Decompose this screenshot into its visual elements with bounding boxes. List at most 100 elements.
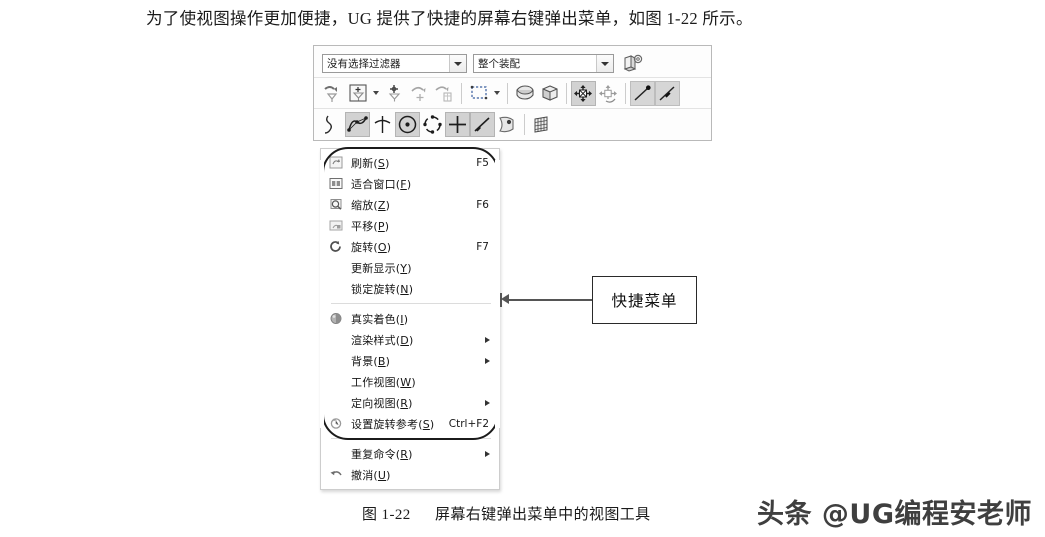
assembly-scope-icon[interactable] bbox=[620, 51, 645, 76]
caption-text: 屏幕右键弹出菜单中的视图工具 bbox=[434, 507, 651, 523]
menu-item-render-style[interactable]: 渲染样式(D) bbox=[321, 329, 499, 350]
menu-item-label: 缩放(Z) bbox=[351, 198, 391, 212]
menu-item-label: 渲染样式(D) bbox=[351, 333, 414, 347]
shade-edges-icon[interactable] bbox=[537, 81, 562, 106]
rotate-object-icon[interactable] bbox=[596, 81, 621, 106]
toolbar-separator bbox=[524, 114, 525, 135]
pan-icon bbox=[325, 218, 347, 234]
toolbar-separator bbox=[625, 82, 626, 104]
menu-item-label: 真实着色(I) bbox=[351, 312, 409, 326]
no-icon bbox=[325, 395, 347, 411]
menu-item-label: 定向视图(R) bbox=[351, 396, 413, 410]
menu-item-oriented-view[interactable]: 定向视图(R) bbox=[321, 392, 499, 413]
leader-line bbox=[508, 299, 592, 301]
intro-paragraph: 为了使视图操作更加便捷，UG 提供了快捷的屏幕右键弹出菜单，如图 1-22 所示… bbox=[146, 9, 753, 28]
menu-item-undo[interactable]: 撤消(U) bbox=[321, 464, 499, 485]
chevron-down-icon[interactable] bbox=[494, 91, 500, 95]
menu-item-shortcut: F7 bbox=[476, 240, 489, 253]
measure-line-icon[interactable] bbox=[630, 80, 655, 106]
circle-center-icon[interactable] bbox=[395, 112, 420, 137]
menu-item-fit-window[interactable]: 适合窗口(F) bbox=[321, 173, 499, 194]
no-icon bbox=[325, 446, 347, 462]
no-icon bbox=[325, 260, 347, 276]
menu-item-refresh[interactable]: 刷新(S) F5 bbox=[321, 152, 499, 173]
no-icon bbox=[325, 374, 347, 390]
menu-item-label: 背景(B) bbox=[351, 354, 391, 368]
toolbar-row-select-tools bbox=[314, 77, 711, 108]
no-icon bbox=[325, 332, 347, 348]
zoom-icon bbox=[325, 197, 347, 213]
submenu-arrow-icon bbox=[485, 399, 490, 406]
menu-item-label: 更新显示(Y) bbox=[351, 261, 412, 275]
menu-item-set-rotate-reference[interactable]: 设置旋转参考(S) Ctrl+F2 bbox=[321, 413, 499, 434]
ring-mask-right bbox=[495, 160, 500, 428]
assembly-scope-value: 整个装配 bbox=[478, 58, 520, 70]
ug-toolbar-panel: 没有选择过滤器 整个装配 bbox=[313, 45, 712, 141]
select-filter-icon[interactable] bbox=[345, 81, 370, 106]
spline-curve-icon[interactable] bbox=[320, 112, 345, 137]
leader-arrow-icon bbox=[501, 294, 509, 304]
rotate-icon bbox=[325, 239, 347, 255]
toolbar-separator bbox=[566, 82, 567, 104]
select-point-icon[interactable] bbox=[382, 81, 407, 106]
watermark: 头条 @UG编程安老师 bbox=[757, 499, 1032, 530]
menu-item-rotate[interactable]: 旋转(O) F7 bbox=[321, 236, 499, 257]
menu-item-background[interactable]: 背景(B) bbox=[321, 350, 499, 371]
undo-icon bbox=[325, 467, 347, 483]
menu-item-label: 工作视图(W) bbox=[351, 375, 416, 389]
submenu-arrow-icon bbox=[485, 336, 490, 343]
menu-item-label: 重复命令(R) bbox=[351, 447, 413, 461]
toolbar-separator bbox=[507, 82, 508, 104]
menu-item-lock-rotate[interactable]: 锁定旋转(N) bbox=[321, 278, 499, 299]
selection-filter-dropdown[interactable]: 没有选择过滤器 bbox=[322, 54, 467, 73]
arc-circle-icon[interactable] bbox=[420, 112, 445, 137]
shade-body-icon[interactable] bbox=[512, 81, 537, 106]
select-snap-point-icon[interactable] bbox=[407, 81, 432, 106]
menu-item-shortcut: F6 bbox=[476, 198, 489, 211]
menu-item-label: 平移(P) bbox=[351, 219, 390, 233]
menu-item-shortcut: Ctrl+F2 bbox=[448, 417, 489, 430]
menu-item-repeat-command[interactable]: 重复命令(R) bbox=[321, 443, 499, 464]
menu-item-pan[interactable]: 平移(P) bbox=[321, 215, 499, 236]
select-general-icon[interactable] bbox=[320, 81, 345, 106]
chevron-down-icon[interactable] bbox=[596, 55, 613, 72]
menu-separator bbox=[331, 438, 491, 439]
select-face-icon[interactable] bbox=[432, 81, 457, 106]
chevron-down-icon[interactable] bbox=[373, 91, 379, 95]
refresh-icon bbox=[325, 155, 347, 171]
menu-item-label: 刷新(S) bbox=[351, 156, 390, 170]
view-context-menu: 刷新(S) F5 适合窗口(F) bbox=[320, 148, 500, 490]
measure-distance-icon[interactable] bbox=[655, 80, 680, 106]
callout-box: 快捷菜单 bbox=[592, 276, 697, 324]
chevron-down-icon[interactable] bbox=[449, 55, 466, 72]
surface-icon[interactable] bbox=[495, 112, 520, 137]
assembly-scope-dropdown[interactable]: 整个装配 bbox=[473, 54, 614, 73]
menu-item-label: 旋转(O) bbox=[351, 240, 392, 254]
set-rotate-ref-icon bbox=[325, 416, 347, 432]
menu-item-work-view[interactable]: 工作视图(W) bbox=[321, 371, 499, 392]
menu-item-update-display[interactable]: 更新显示(Y) bbox=[321, 257, 499, 278]
toolbar-row-selection: 没有选择过滤器 整个装配 bbox=[314, 46, 711, 77]
menu-item-label: 适合窗口(F) bbox=[351, 177, 412, 191]
callout-label: 快捷菜单 bbox=[611, 293, 678, 310]
menu-item-label: 锁定旋转(N) bbox=[351, 282, 414, 296]
shading-icon bbox=[325, 311, 347, 327]
fit-window-icon bbox=[325, 176, 347, 192]
figure-caption: 图 1-22 屏幕右键弹出菜单中的视图工具 bbox=[362, 503, 651, 524]
no-icon bbox=[325, 281, 347, 297]
line-icon[interactable] bbox=[470, 112, 495, 137]
toolbar-row-curve-tools bbox=[314, 108, 711, 140]
point-cross-icon[interactable] bbox=[445, 112, 470, 137]
no-icon bbox=[325, 353, 347, 369]
bridge-curve-icon[interactable] bbox=[370, 112, 395, 137]
menu-item-zoom[interactable]: 缩放(Z) F6 bbox=[321, 194, 499, 215]
rectangle-select-icon[interactable] bbox=[466, 81, 491, 106]
studio-spline-icon[interactable] bbox=[345, 112, 370, 137]
menu-separator bbox=[331, 303, 491, 304]
menu-item-realistic-shading[interactable]: 真实着色(I) bbox=[321, 308, 499, 329]
menu-item-label: 撤消(U) bbox=[351, 468, 391, 482]
move-object-icon[interactable] bbox=[571, 80, 596, 106]
submenu-arrow-icon bbox=[485, 357, 490, 364]
mesh-grid-icon[interactable] bbox=[529, 112, 554, 137]
